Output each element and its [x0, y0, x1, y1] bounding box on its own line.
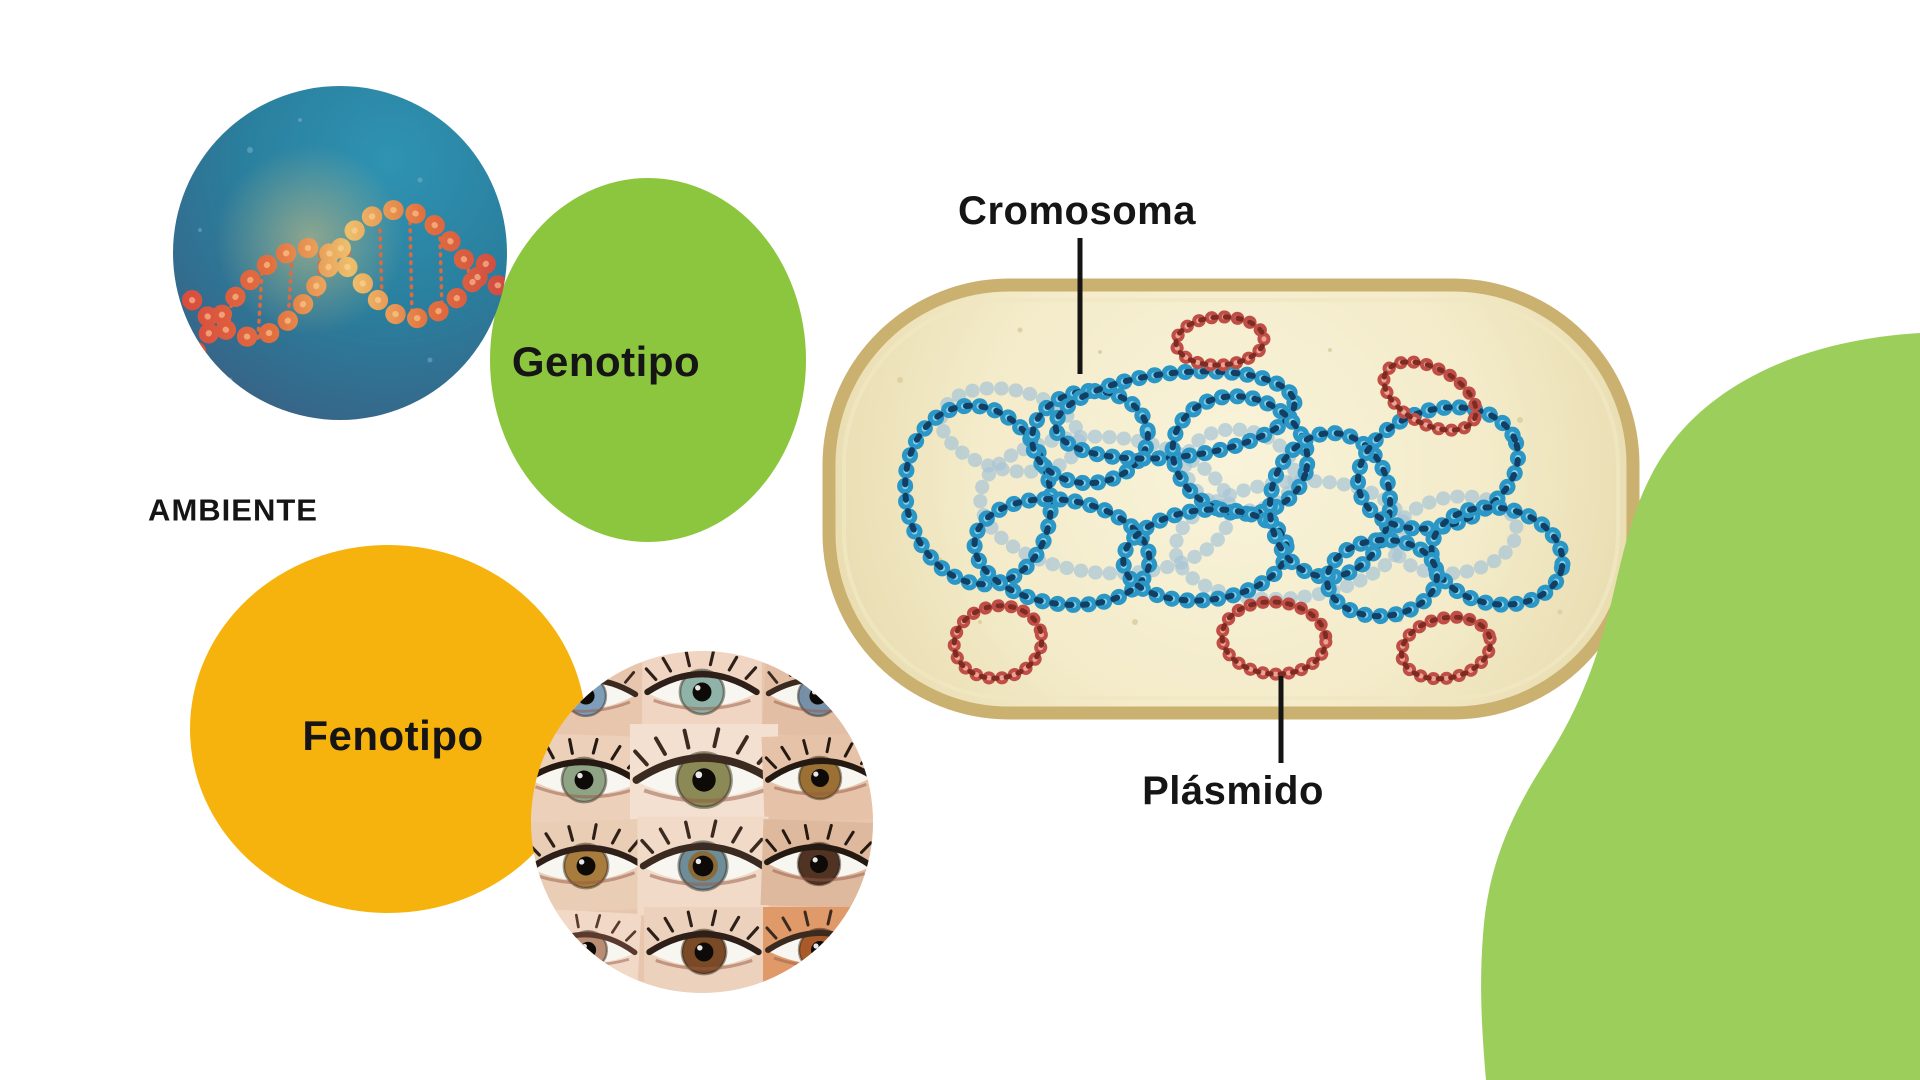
fenotipo-circle [190, 545, 586, 913]
plasmid-bottom-left [947, 599, 1049, 685]
cytoplasm-speckles [897, 327, 1563, 625]
genotipo-label: Genotipo [511, 338, 701, 385]
chromosome [897, 363, 1571, 625]
plasmid-top-center [1169, 310, 1271, 372]
bacterium-diagram [822, 238, 1640, 763]
green-blob-decoration [1481, 333, 1920, 1080]
plasmid-bottom-center [1215, 595, 1333, 681]
fenotipo-label: Fenotipo [302, 712, 484, 759]
plasmid-label: Plásmido [1142, 769, 1324, 813]
plasmids [947, 310, 1497, 686]
genotipo-circle [490, 178, 806, 542]
ambiente-label: AMBIENTE [148, 492, 318, 528]
dna-photo [173, 86, 507, 420]
chromosome-label: Cromosoma [958, 189, 1196, 233]
plasmid-top-right [1377, 355, 1483, 437]
plasmid-bottom-right [1395, 610, 1497, 686]
eyes-collage [531, 651, 873, 993]
